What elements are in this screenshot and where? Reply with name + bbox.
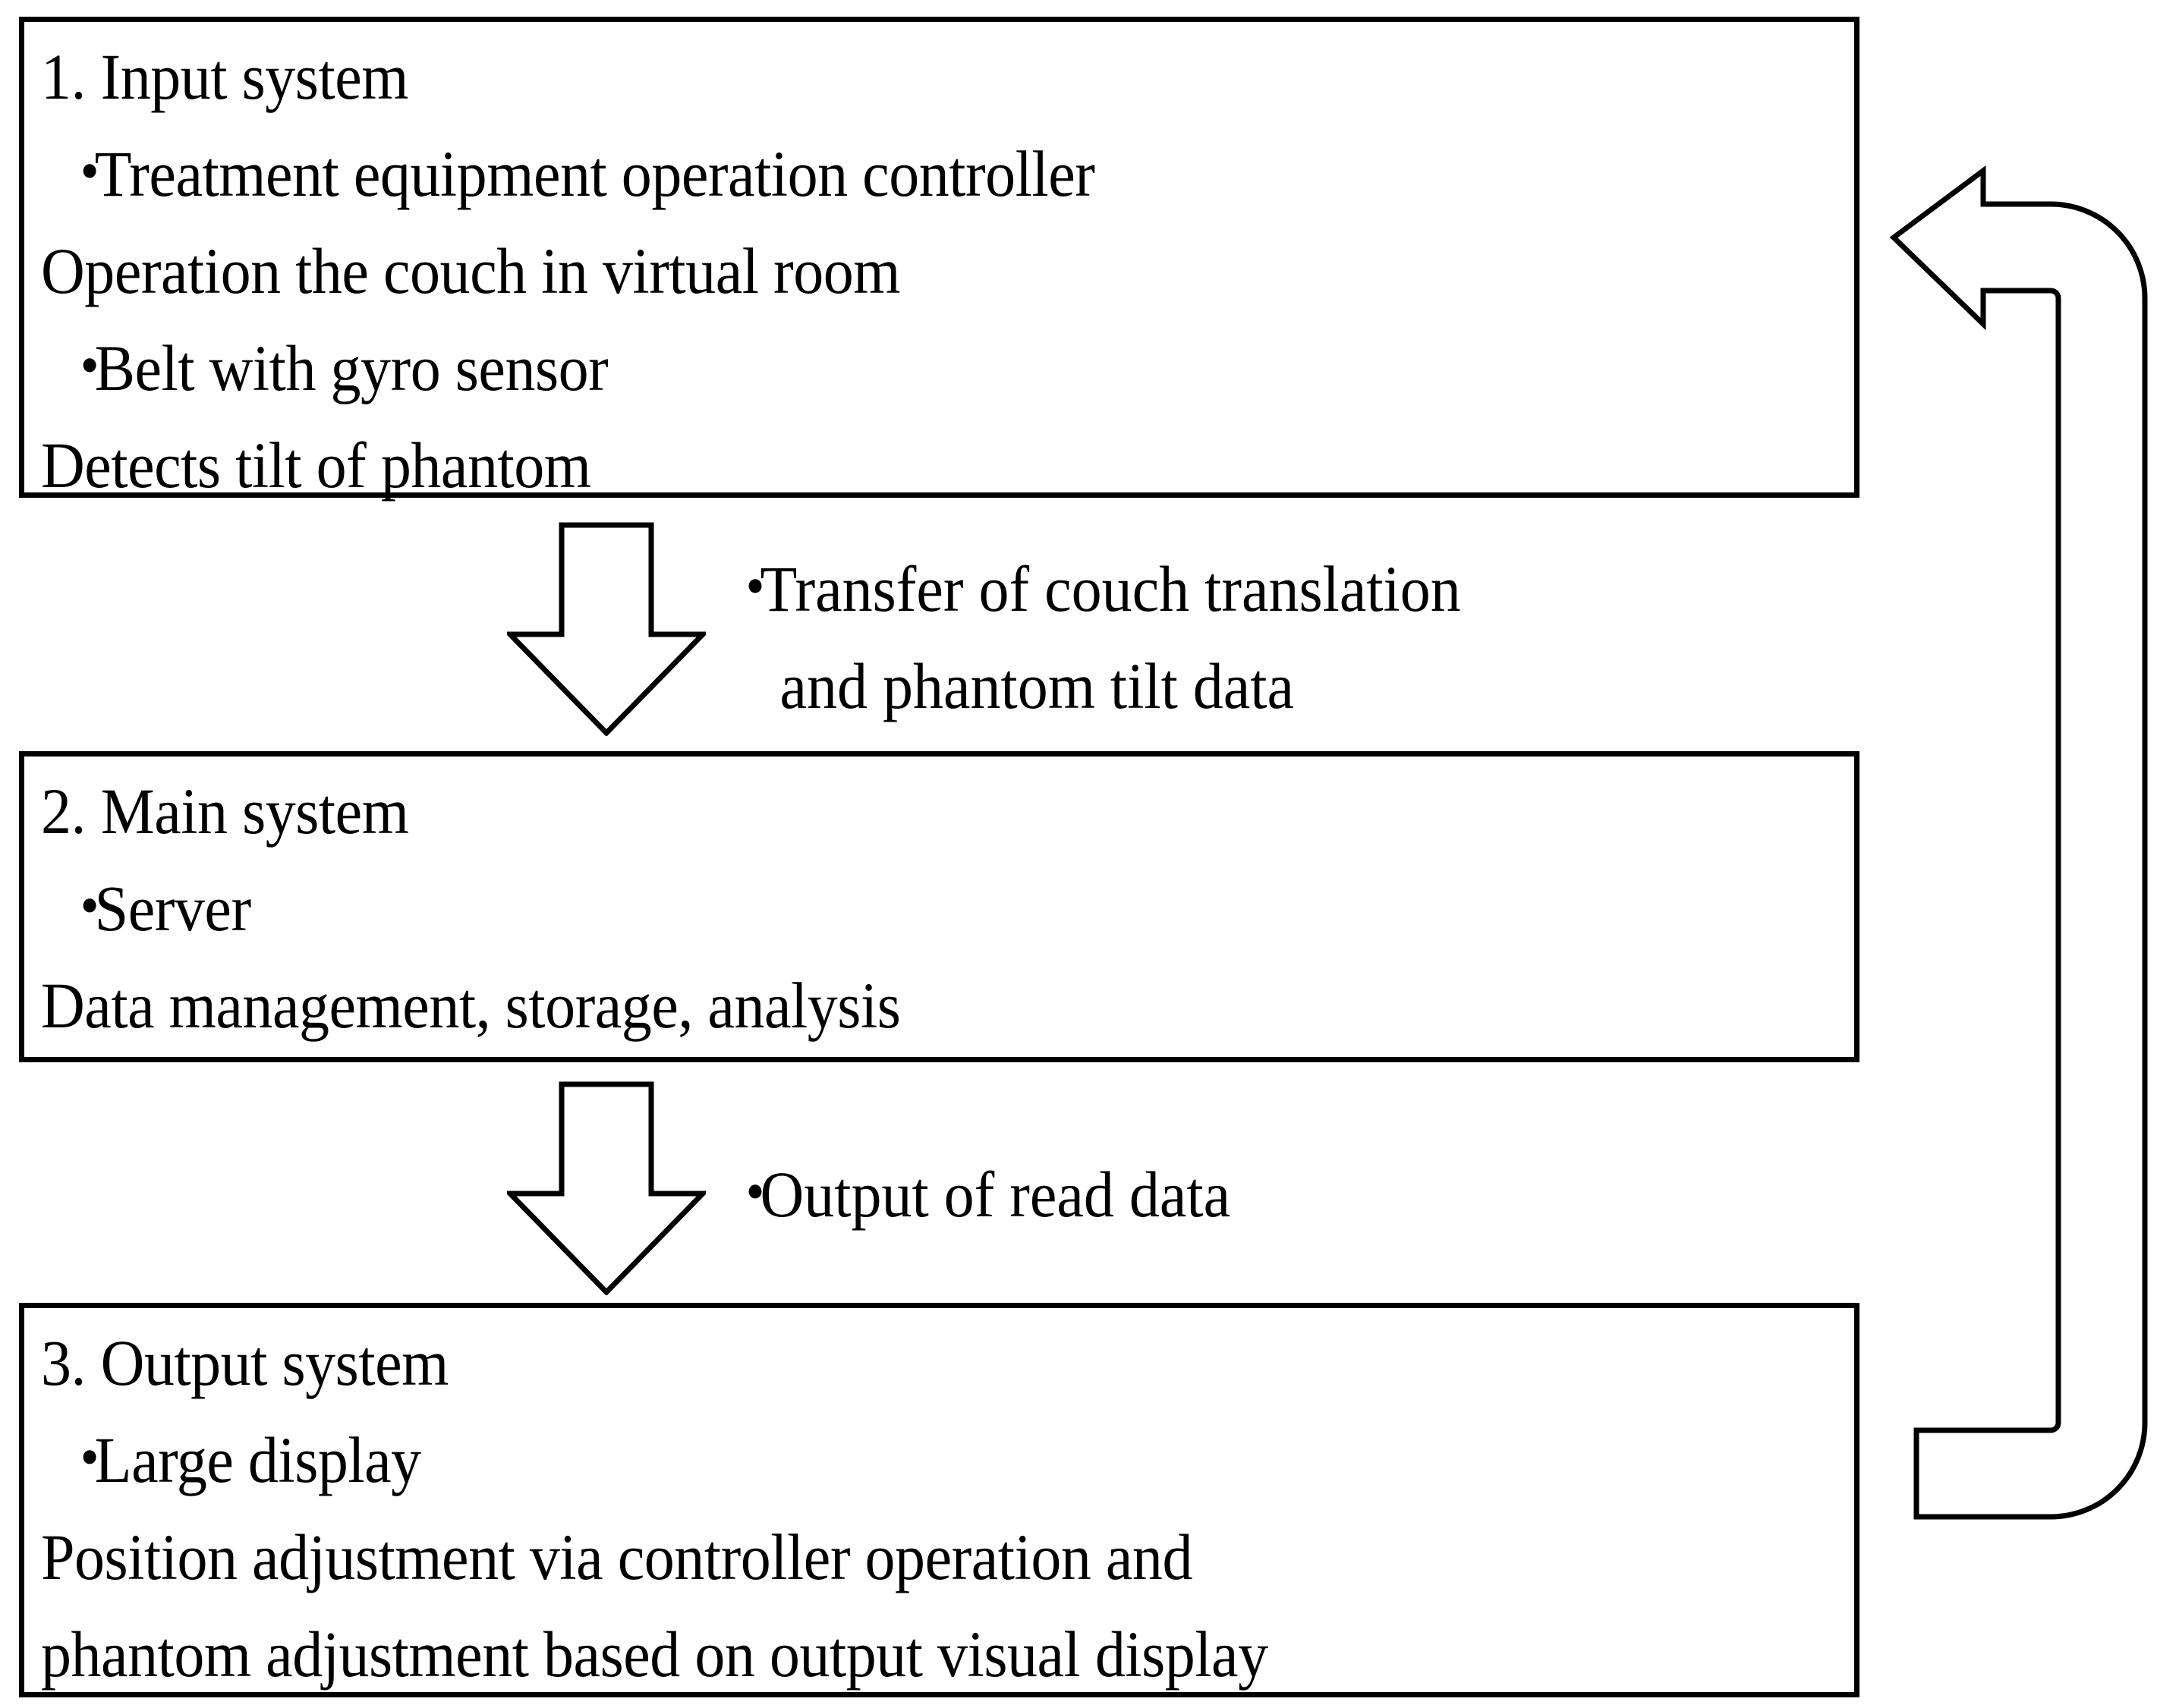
box-main-system-heading: 2. Main system xyxy=(41,775,409,848)
box-input-system-detail-1: Operation the couch in virtual room xyxy=(41,234,900,307)
bullet-dot-icon: ・ xyxy=(725,1158,786,1231)
bullet-dot-icon: ・ xyxy=(59,332,120,404)
down-arrow-icon xyxy=(503,522,710,738)
box-output-system-detail-2: phantom adjustment based on output visua… xyxy=(41,1618,1268,1691)
box-output-system-heading: 3. Output system xyxy=(41,1326,449,1399)
box-input-system-bullet-2: ・Belt with gyro sensor xyxy=(41,319,1720,417)
box-input-system: 1. Input system ・Treatment equipment ope… xyxy=(19,17,1859,502)
arrow-label-text-2a: Output of read data xyxy=(760,1158,1231,1231)
box-output-system-bullet-1-label: Large display xyxy=(94,1423,421,1496)
box-main-system: 2. Main system ・Server Data management, … xyxy=(19,751,1859,1062)
arrow-main-to-output-icon xyxy=(503,1081,710,1297)
bullet-dot-icon: ・ xyxy=(59,872,120,945)
arrow-output-to-input-feedback-icon xyxy=(1882,140,2157,1582)
arrow-main-to-output-label: ・Output of read data xyxy=(725,1146,1230,1243)
arrow-input-to-main-label-line2: and phantom tilt data xyxy=(725,637,1461,734)
down-arrow-icon xyxy=(503,1081,710,1297)
box-output-system-bullet-1: ・Large display xyxy=(41,1411,1720,1508)
arrow-input-to-main-label-line1: ・Transfer of couch translation xyxy=(725,540,1461,637)
box-main-system-bullet-1-label: Server xyxy=(94,872,251,945)
box-main-system-text: 2. Main system ・Server Data management, … xyxy=(41,763,1847,1054)
box-input-system-detail-2: Detects tilt of phantom xyxy=(41,429,591,502)
bullet-dot-icon: ・ xyxy=(725,552,786,625)
bullet-dot-icon: ・ xyxy=(59,1423,120,1496)
bullet-dot-icon: ・ xyxy=(59,137,120,210)
box-input-system-bullet-2-label: Belt with gyro sensor xyxy=(94,332,609,404)
arrow-input-to-main-label: ・Transfer of couch translation and phant… xyxy=(725,540,1461,734)
arrow-label-text-1a: Transfer of couch translation xyxy=(760,552,1461,625)
box-input-system-text: 1. Input system ・Treatment equipment ope… xyxy=(41,28,1847,514)
arrow-label-text-1b: and phantom tilt data xyxy=(779,650,1295,722)
box-input-system-bullet-1-label: Treatment equipment operation controller xyxy=(94,137,1095,210)
box-output-system-text: 3. Output system ・Large display Position… xyxy=(41,1314,1847,1703)
loop-arrow-icon xyxy=(1889,165,2148,1520)
arrow-input-to-main-icon xyxy=(503,522,710,738)
box-main-system-detail-1: Data management, storage, analysis xyxy=(41,969,901,1042)
box-main-system-bullet-1: ・Server xyxy=(41,860,1720,957)
box-input-system-heading: 1. Input system xyxy=(41,40,409,113)
box-output-system: 3. Output system ・Large display Position… xyxy=(19,1303,1859,1697)
box-input-system-bullet-1: ・Treatment equipment operation controlle… xyxy=(41,125,1720,222)
box-output-system-detail-1: Position adjustment via controller opera… xyxy=(41,1521,1192,1593)
arrow-main-to-output-label-line1: ・Output of read data xyxy=(725,1146,1230,1243)
